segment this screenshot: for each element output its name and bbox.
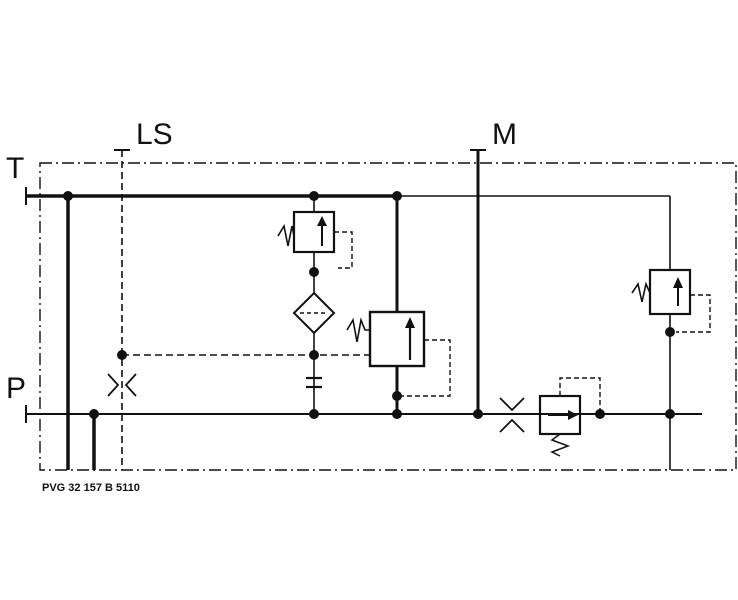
junction-dots xyxy=(63,191,675,419)
port-label-ls: LS xyxy=(136,118,173,151)
module-boundary xyxy=(39,162,737,471)
model-caption: PVG 32 157 B 5110 xyxy=(42,482,140,494)
ls-orifice-symbol xyxy=(107,373,137,397)
right-orifice-symbol xyxy=(499,397,525,433)
port-label-t: T xyxy=(6,152,24,185)
port-label-m: M xyxy=(492,118,517,151)
schematic-lines xyxy=(25,149,737,471)
pressure-reducing-valve xyxy=(368,310,426,368)
port-label-p: P xyxy=(6,372,26,405)
pilot-relief-valve xyxy=(292,210,336,254)
right-relief-valve xyxy=(648,268,692,316)
